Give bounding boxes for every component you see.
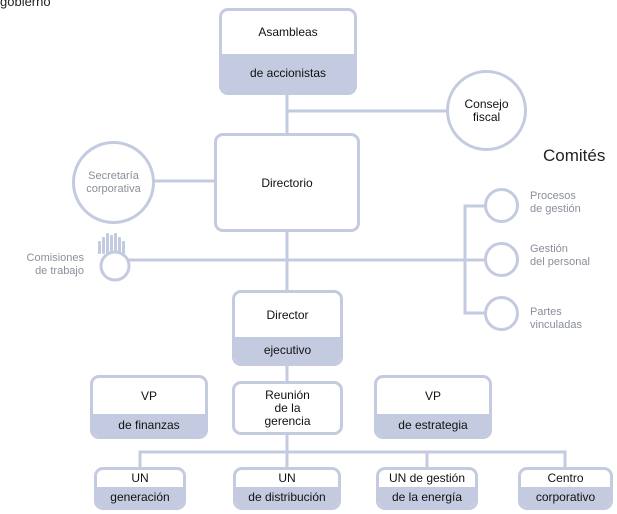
comite-procesos-circle: [484, 188, 519, 223]
asambleas-box: Asambleas de accionistas: [219, 8, 357, 95]
page-heading: gobierno: [0, 0, 51, 9]
vp-finanzas-box: VP de finanzas: [90, 375, 208, 439]
vp-estrategia-box: VP de estrategia: [374, 375, 492, 439]
directorio-label: Directorio: [261, 175, 313, 190]
un-distribucion-box: UN de distribución: [233, 467, 341, 510]
reunion-label: Reunión de la gerencia: [264, 387, 311, 428]
un-energia-label-bottom: de la energía: [379, 487, 475, 507]
directorio-box: Directorio: [214, 133, 360, 232]
comisiones-fan-icon: [98, 233, 125, 254]
vp-estrategia-label-bottom: de estrategia: [377, 414, 489, 436]
centro-label-bottom: corporativo: [521, 487, 610, 507]
un-generacion-label-top: UN: [131, 471, 149, 485]
vp-finanzas-label-top: VP: [140, 388, 157, 403]
comite-partes-label: Partes vinculadas: [530, 306, 582, 331]
comisiones-circle: [99, 250, 131, 282]
reunion-box: Reunión de la gerencia: [232, 381, 343, 435]
comisiones-label: Comisiones de trabajo: [26, 252, 84, 277]
un-energia-label-top: UN de gestión: [388, 471, 466, 485]
un-generacion-box: UN generación: [94, 467, 186, 510]
vp-estrategia-label-top: VP: [424, 388, 441, 403]
asambleas-label-bottom: de accionistas: [222, 54, 354, 92]
consejo-circle: Consejo fiscal: [446, 70, 527, 151]
director-label-top: Director: [266, 307, 309, 322]
vp-finanzas-label-bottom: de finanzas: [93, 414, 205, 436]
director-label-bottom: ejecutivo: [235, 337, 340, 363]
un-generacion-label-bottom: generación: [97, 487, 183, 507]
secretaria-label: Secretaría corporativa: [86, 169, 141, 195]
comite-partes-circle: [484, 296, 519, 331]
centro-label-top: Centro: [547, 471, 584, 485]
asambleas-label-top: Asambleas: [258, 25, 318, 39]
un-distribucion-label-top: UN: [278, 471, 296, 485]
comite-personal-label: Gestión del personal: [530, 243, 590, 268]
centro-box: Centro corporativo: [518, 467, 613, 510]
un-distribucion-label-bottom: de distribución: [236, 487, 338, 507]
secretaria-circle: Secretaría corporativa: [72, 141, 155, 224]
comite-personal-circle: [484, 242, 519, 277]
director-box: Director ejecutivo: [232, 290, 343, 366]
comite-procesos-label: Procesos de gestión: [530, 190, 581, 215]
consejo-label: Consejo fiscal: [464, 96, 509, 124]
un-energia-box: UN de gestión de la energía: [376, 467, 478, 510]
comites-title: Comités: [543, 146, 606, 165]
